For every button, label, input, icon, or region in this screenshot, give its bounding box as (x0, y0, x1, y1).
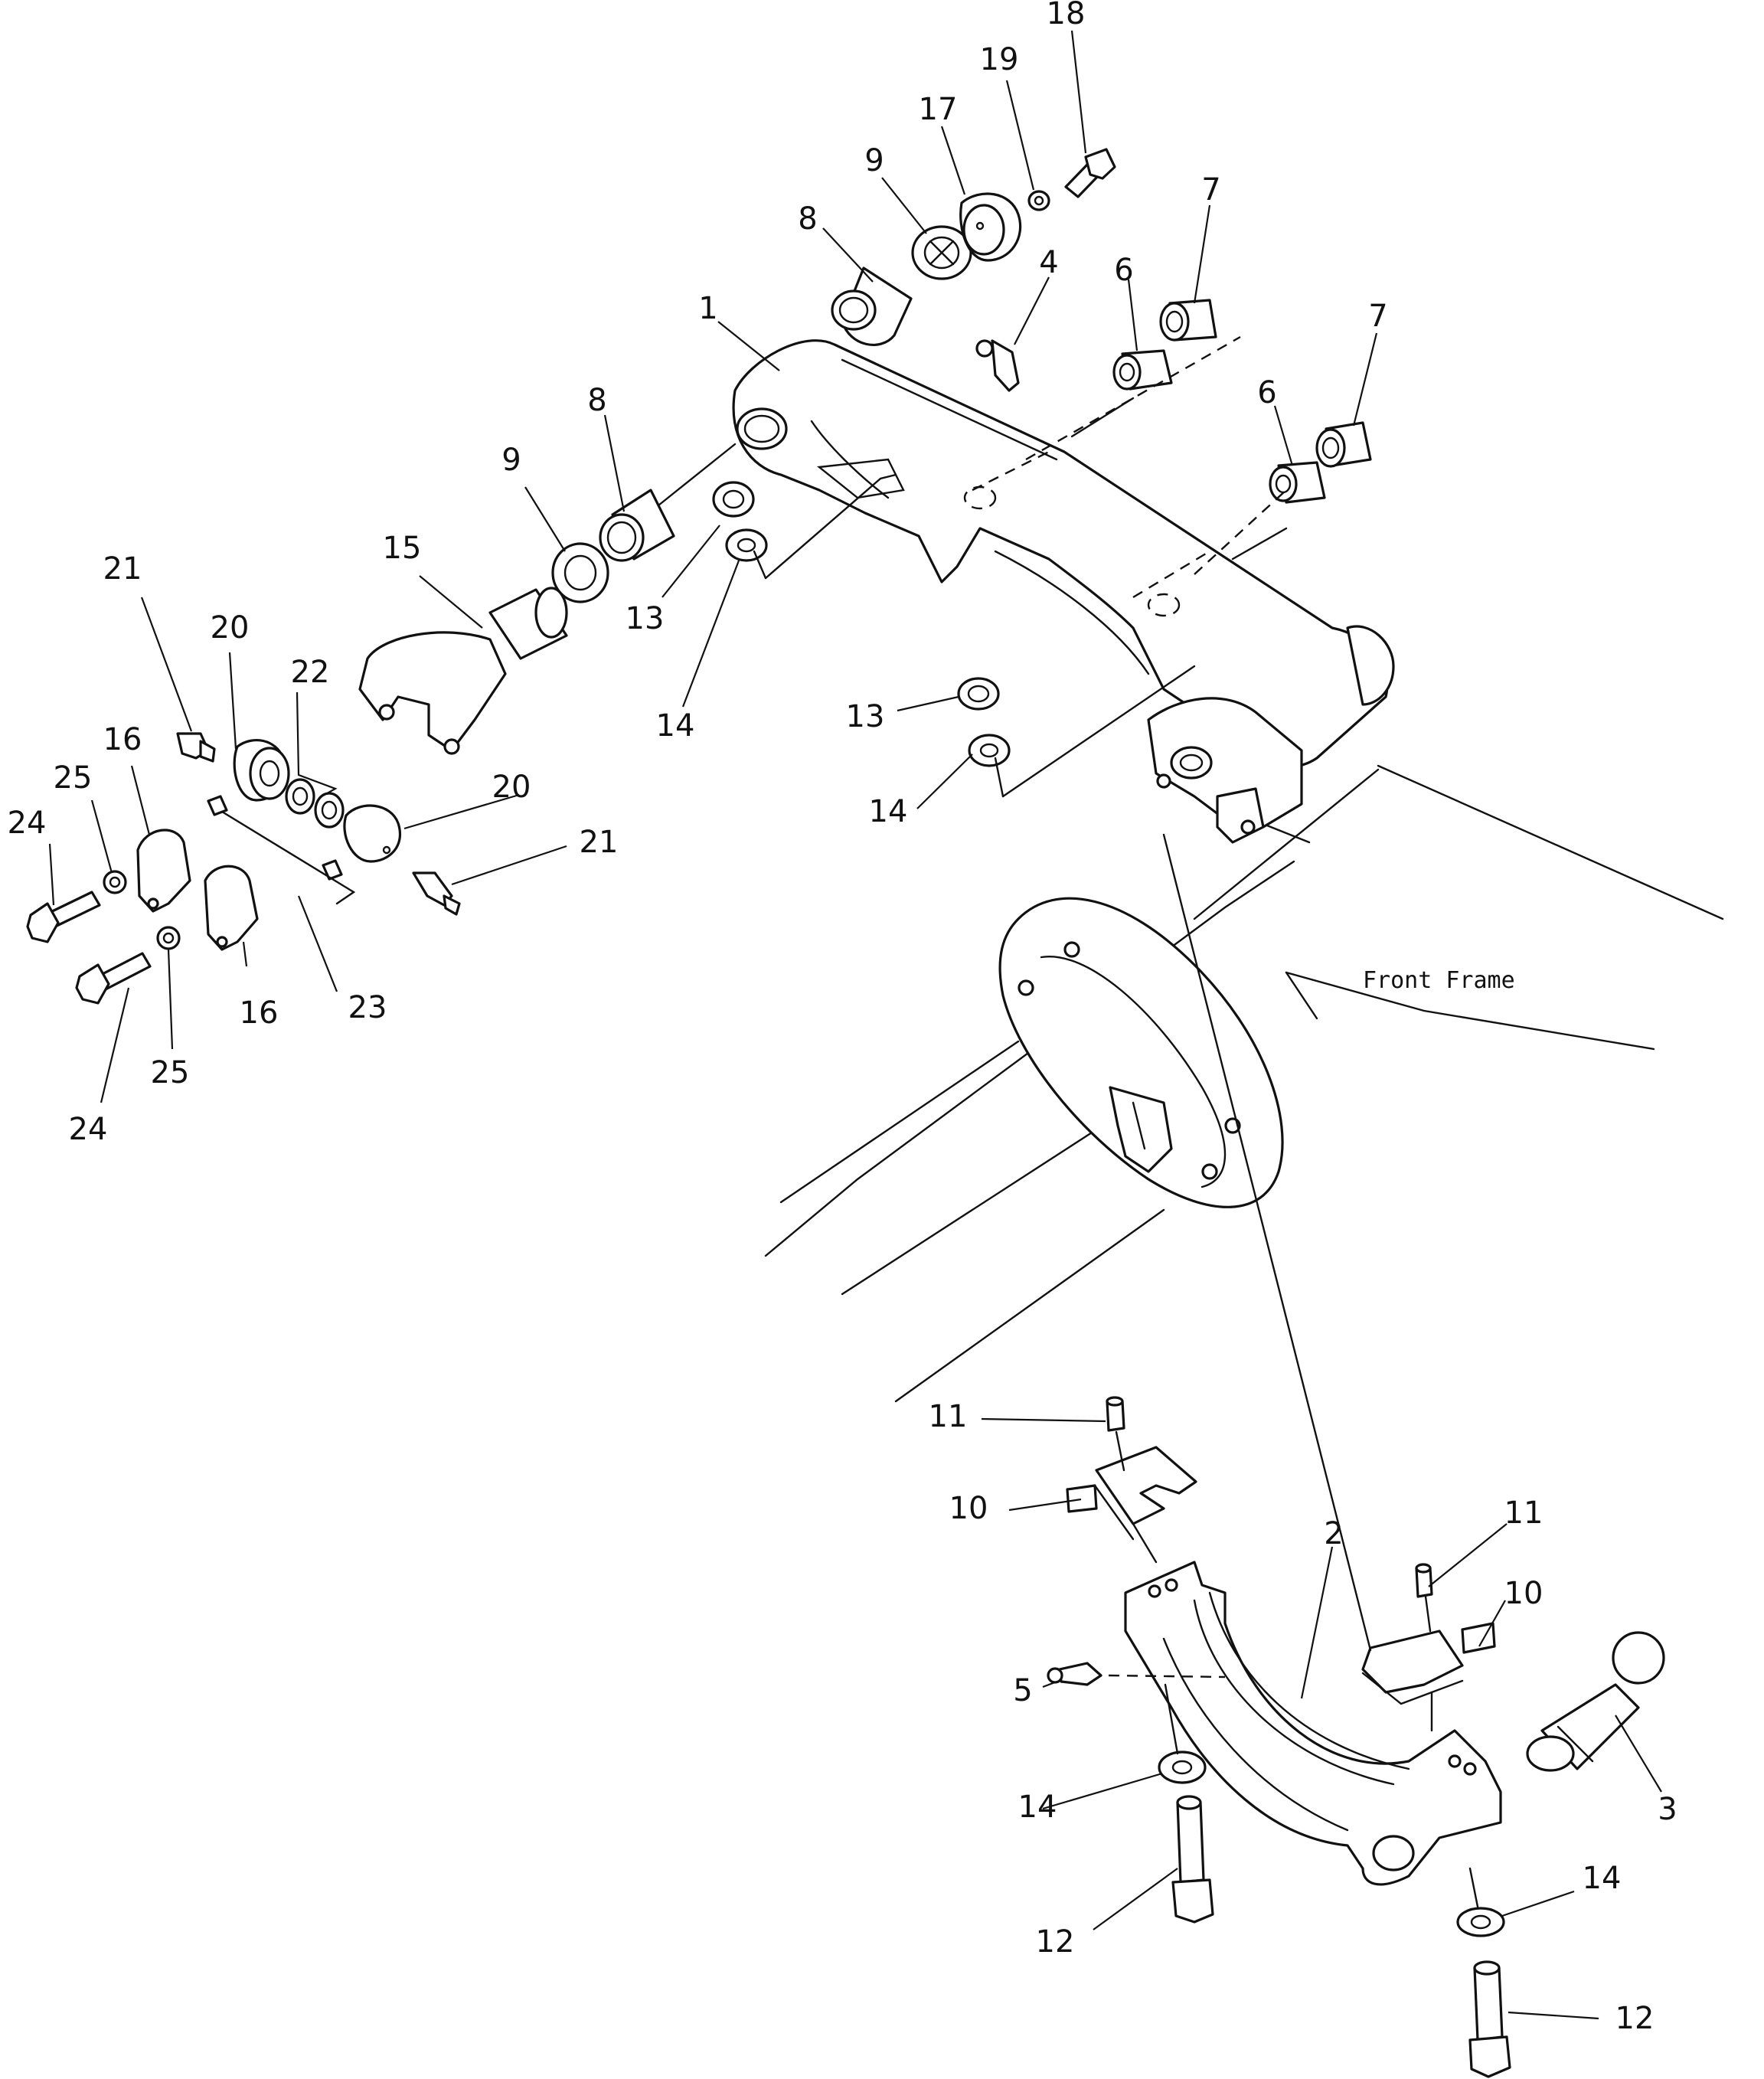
callout-c14a: 14 (656, 708, 695, 744)
part-2-lower-cap (1124, 1561, 1502, 1886)
part-13-right-nut (957, 677, 1000, 711)
part-22-seals (285, 778, 345, 829)
callout-c22: 22 (291, 655, 330, 690)
part-25-lower-washer (156, 926, 181, 950)
callout-c20a: 20 (211, 610, 250, 646)
part-14-lower-left-washer (1158, 1750, 1207, 1784)
callout-c7b: 7 (1368, 299, 1387, 334)
callout-c2: 2 (1324, 1516, 1343, 1551)
callout-c13b: 13 (846, 699, 885, 734)
callout-c25a: 25 (54, 760, 93, 796)
callout-c12b: 12 (1615, 2001, 1655, 2036)
part-4-grease-fitting (975, 339, 1020, 392)
part-16-lower-cap (204, 865, 259, 951)
callout-c14d: 14 (1583, 1861, 1622, 1896)
front-frame-label: Front Frame (1363, 967, 1515, 994)
callout-c24a: 24 (8, 806, 47, 841)
part-24-lower-bolt (75, 952, 152, 1005)
part-10-upper-shim (1066, 1446, 1197, 1541)
part-7-bushing-upper (1159, 299, 1217, 342)
part-13-left-nut (712, 481, 755, 518)
part-14-left-washer (725, 528, 768, 562)
part-23-dowels (207, 795, 356, 905)
callout-c8a: 8 (798, 201, 817, 237)
callout-c12a: 12 (1036, 1924, 1075, 1960)
callout-c14b: 14 (869, 794, 908, 829)
part-10-lower-shim (1361, 1622, 1496, 1705)
callout-c16b: 16 (240, 995, 279, 1031)
callout-c3: 3 (1658, 1792, 1677, 1827)
callout-c5: 5 (1013, 1673, 1032, 1708)
callout-c21b: 21 (580, 825, 619, 860)
assembly-lines (657, 335, 1479, 1908)
part-9-left-bearing (551, 542, 609, 603)
part-21-lower-grease (412, 871, 461, 916)
part-8-left-bushing (599, 489, 675, 562)
callout-c16a: 16 (103, 722, 142, 757)
callout-c19: 19 (980, 42, 1019, 77)
callout-c8b: 8 (587, 383, 606, 418)
part-19-washer (1027, 190, 1050, 211)
part-25-upper-washer (103, 870, 127, 894)
part-11-upper-dowel (1106, 1396, 1125, 1432)
callout-c9a: 9 (864, 143, 884, 178)
callout-c23: 23 (348, 990, 387, 1025)
callout-c18: 18 (1047, 0, 1086, 31)
lever-arm (732, 339, 1395, 844)
callout-c7a: 7 (1201, 172, 1220, 208)
part-9-upper-bearing (911, 225, 972, 280)
callout-c1: 1 (698, 291, 717, 326)
callout-c14c: 14 (1018, 1790, 1057, 1825)
part-16-upper-cap (136, 829, 191, 913)
part-20-lower-bushing (343, 804, 401, 863)
part-14-right-washer (968, 734, 1011, 767)
part-21-upper-grease (176, 732, 216, 763)
part-8-upper-bushing (831, 266, 913, 346)
callout-c11a: 11 (929, 1399, 968, 1434)
part-12-left-bolt (1171, 1795, 1214, 1924)
part-17-cap (959, 192, 1022, 262)
part-3-pin (1526, 1631, 1665, 1772)
callout-c11b: 11 (1504, 1496, 1544, 1531)
callout-c10b: 10 (1504, 1576, 1544, 1611)
part-20-upper-bushing (233, 739, 290, 802)
callout-c10a: 10 (949, 1491, 988, 1526)
callout-c4: 4 (1039, 245, 1058, 280)
callout-c20b: 20 (492, 770, 531, 805)
callout-c9b: 9 (501, 443, 521, 478)
callout-layer: 1234566778899101011111212131314141414151… (8, 0, 1677, 2036)
part-14-lower-right-washer (1456, 1907, 1505, 1937)
callout-c15: 15 (383, 531, 422, 566)
part-11-lower-dowel (1415, 1563, 1433, 1598)
callout-c21a: 21 (103, 551, 142, 587)
callout-c17: 17 (919, 92, 958, 127)
part-15-shaft (358, 587, 568, 755)
callout-c25b: 25 (151, 1055, 190, 1090)
part-24-upper-bolt (26, 891, 101, 943)
callout-c13a: 13 (626, 601, 665, 636)
axle-housing (779, 897, 1284, 1403)
part-6-bushing-lower (1269, 461, 1326, 504)
callout-c6b: 6 (1257, 375, 1276, 410)
part-6-bushing-upper (1112, 349, 1173, 391)
callout-c6a: 6 (1114, 253, 1133, 288)
leader-lines (48, 30, 1662, 2020)
part-7-bushing-lower (1315, 421, 1372, 468)
part-12-right-bolt (1468, 1960, 1511, 2078)
callout-c24b: 24 (69, 1112, 108, 1147)
part-18-bolt (1064, 148, 1116, 198)
